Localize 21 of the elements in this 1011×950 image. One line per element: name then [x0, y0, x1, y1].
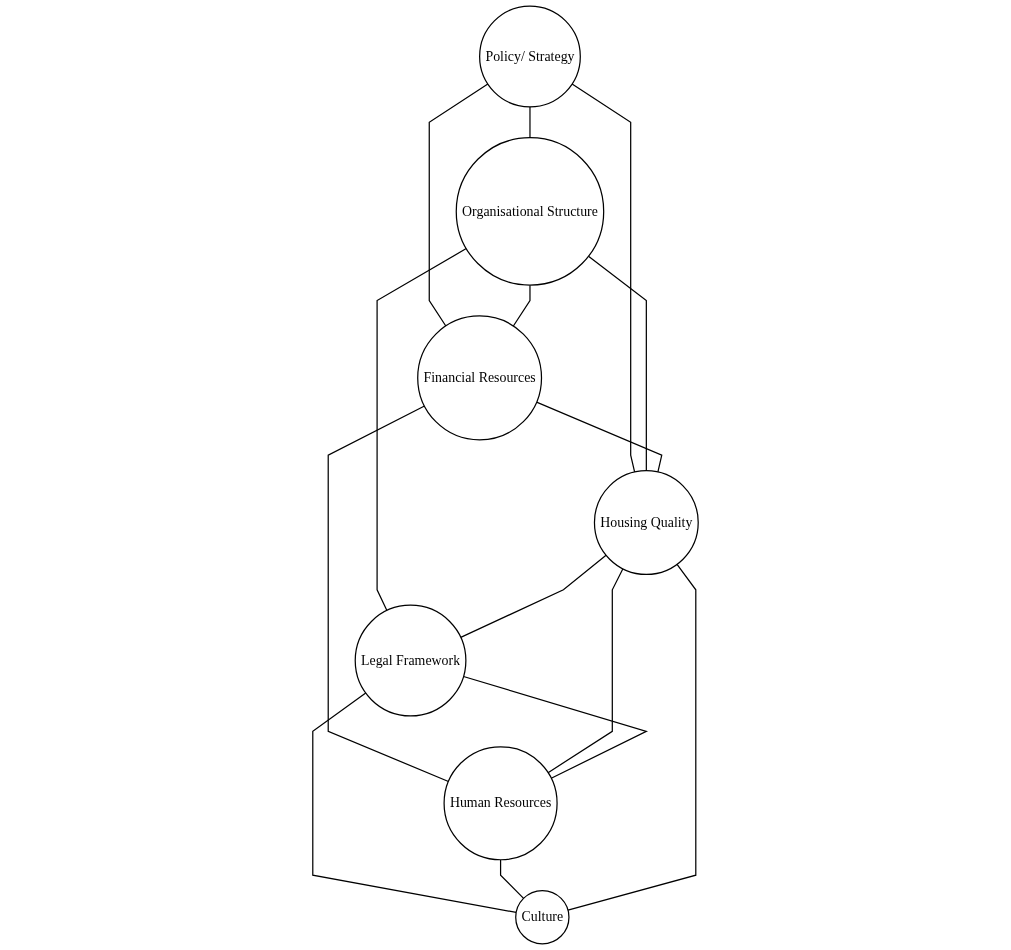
connector: [547, 568, 624, 774]
connector: [512, 284, 531, 327]
node-circle: Human Resources: [443, 746, 558, 861]
connector: [499, 859, 525, 899]
connector: [571, 83, 636, 473]
connector: [327, 405, 450, 783]
connector: [460, 554, 607, 638]
connector: [376, 247, 467, 612]
connector: [529, 106, 531, 139]
node-circle: Legal Framework: [354, 604, 467, 717]
connector: [567, 563, 697, 911]
node-circle: Policy/ Strategy: [479, 5, 581, 108]
connector: [312, 692, 517, 914]
connector: [587, 255, 647, 472]
node-circle: Housing Quality: [593, 470, 699, 575]
connector: [535, 401, 663, 473]
connector: [428, 83, 489, 327]
connector: [462, 675, 648, 779]
node-circle: Culture: [515, 890, 570, 945]
node-circle: Financial Resources: [417, 315, 543, 441]
node-circle: Organisational Structure: [455, 137, 605, 286]
